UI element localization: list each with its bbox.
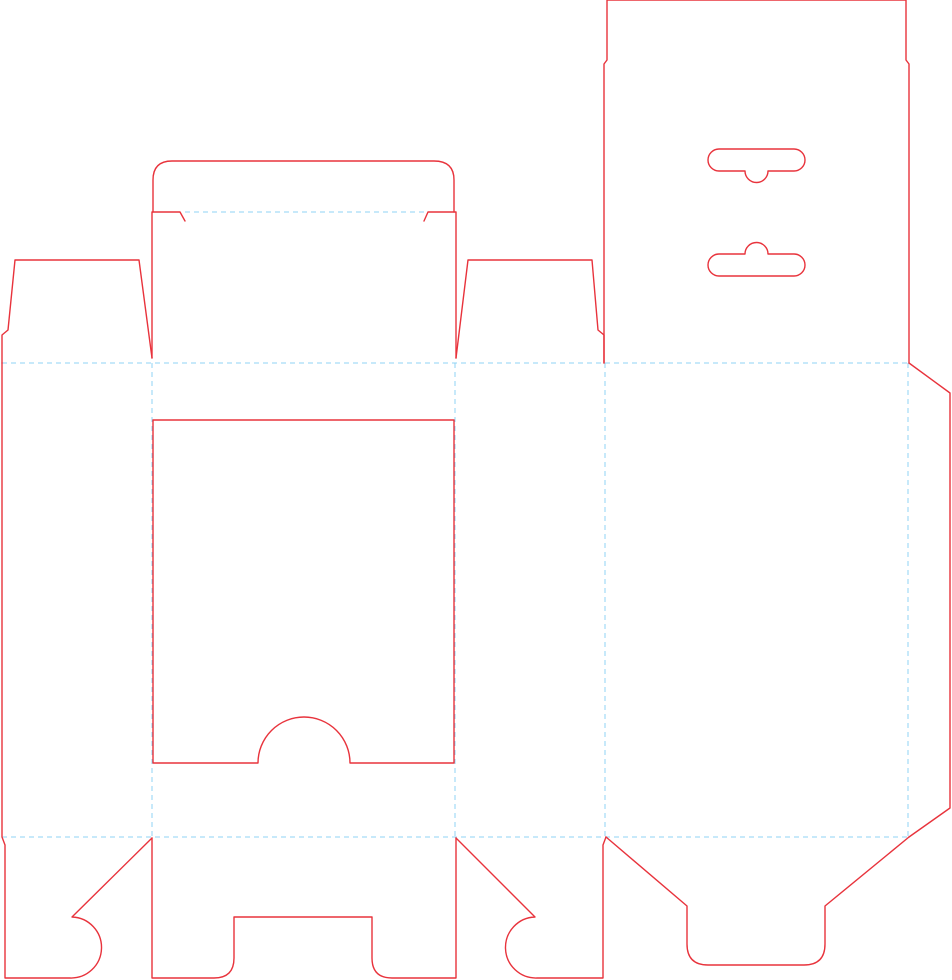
glue-flap bbox=[908, 362, 951, 838]
fold-lines bbox=[2, 211, 909, 838]
tuck-hinge-cut bbox=[151, 211, 457, 359]
left-panel-outline bbox=[1, 259, 153, 364]
hang-slot-lower bbox=[707, 241, 806, 277]
hang-slot-upper bbox=[707, 148, 806, 184]
right-dust-flap bbox=[455, 259, 605, 364]
back-bottom-lock bbox=[605, 836, 910, 966]
front-window bbox=[152, 419, 455, 764]
tuck-flap-top bbox=[152, 160, 455, 213]
right-side-bottom-lock bbox=[455, 836, 607, 979]
front-bottom-tab bbox=[151, 837, 457, 979]
hang-tab-outline bbox=[603, 0, 910, 364]
left-panel-left-edge bbox=[1, 362, 153, 979]
